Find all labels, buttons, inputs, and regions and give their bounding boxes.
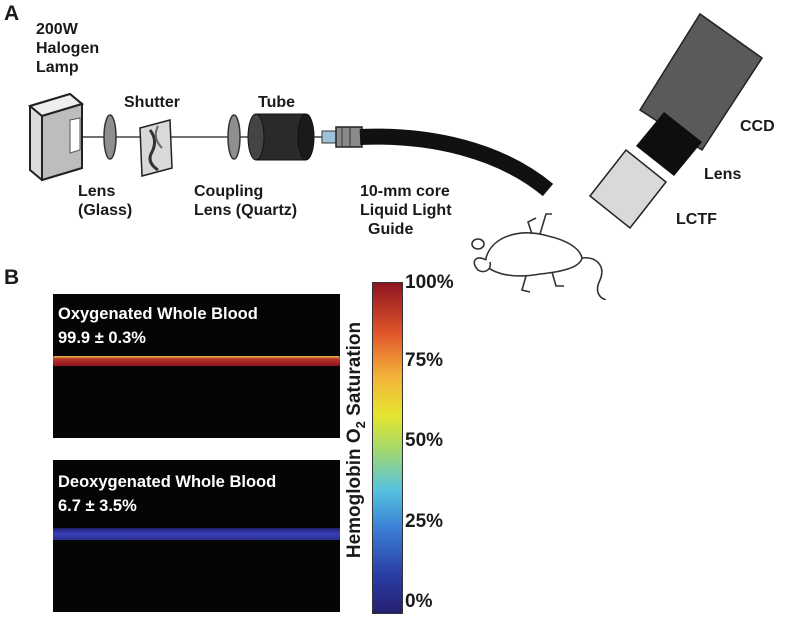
tick-50: 50% [405,430,444,451]
colorbar-axis-label: Hemoglobin O2 Saturation [344,321,368,559]
glass-lens-label: Lens(Glass) [78,183,133,219]
oxygenated-title: Oxygenated Whole Blood [58,305,258,323]
shutter [139,119,173,177]
lctf-label: LCTF [676,211,717,228]
tube-label: Tube [258,94,296,111]
tick-0: 0% [405,591,433,612]
tube [247,113,315,161]
panel-label-b: B [4,266,20,289]
tick-75: 75% [405,350,444,371]
oxygenated-blood-tube [53,356,340,366]
panel-label-a: A [4,2,20,25]
tick-100: 100% [405,272,454,293]
oxygenated-value: 99.9 ± 0.3% [58,329,146,347]
ccd-label: CCD [740,118,775,135]
coupling-lens [227,114,241,160]
halogen-lamp [27,92,85,182]
deoxygenated-blood-tube [53,528,340,540]
liquid-light-guide [359,128,554,197]
deoxygenated-title: Deoxygenated Whole Blood [58,473,277,491]
tick-25: 25% [405,511,444,532]
optical-setup-diagram [27,12,764,300]
glass-lens [103,114,117,160]
deoxygenated-image-panel: Deoxygenated Whole Blood 6.7 ± 3.5% [53,460,340,612]
mouse-icon [471,213,607,300]
saturation-colorbar [372,282,403,614]
light-guide-connector [321,126,363,148]
deoxygenated-value: 6.7 ± 3.5% [58,497,137,515]
camera-lens [636,112,702,176]
lctf-filter [588,148,668,230]
oxygenated-image-panel: Oxygenated Whole Blood 99.9 ± 0.3% [53,294,340,438]
camera-lens-label: Lens [704,166,742,183]
shutter-label: Shutter [124,94,180,111]
